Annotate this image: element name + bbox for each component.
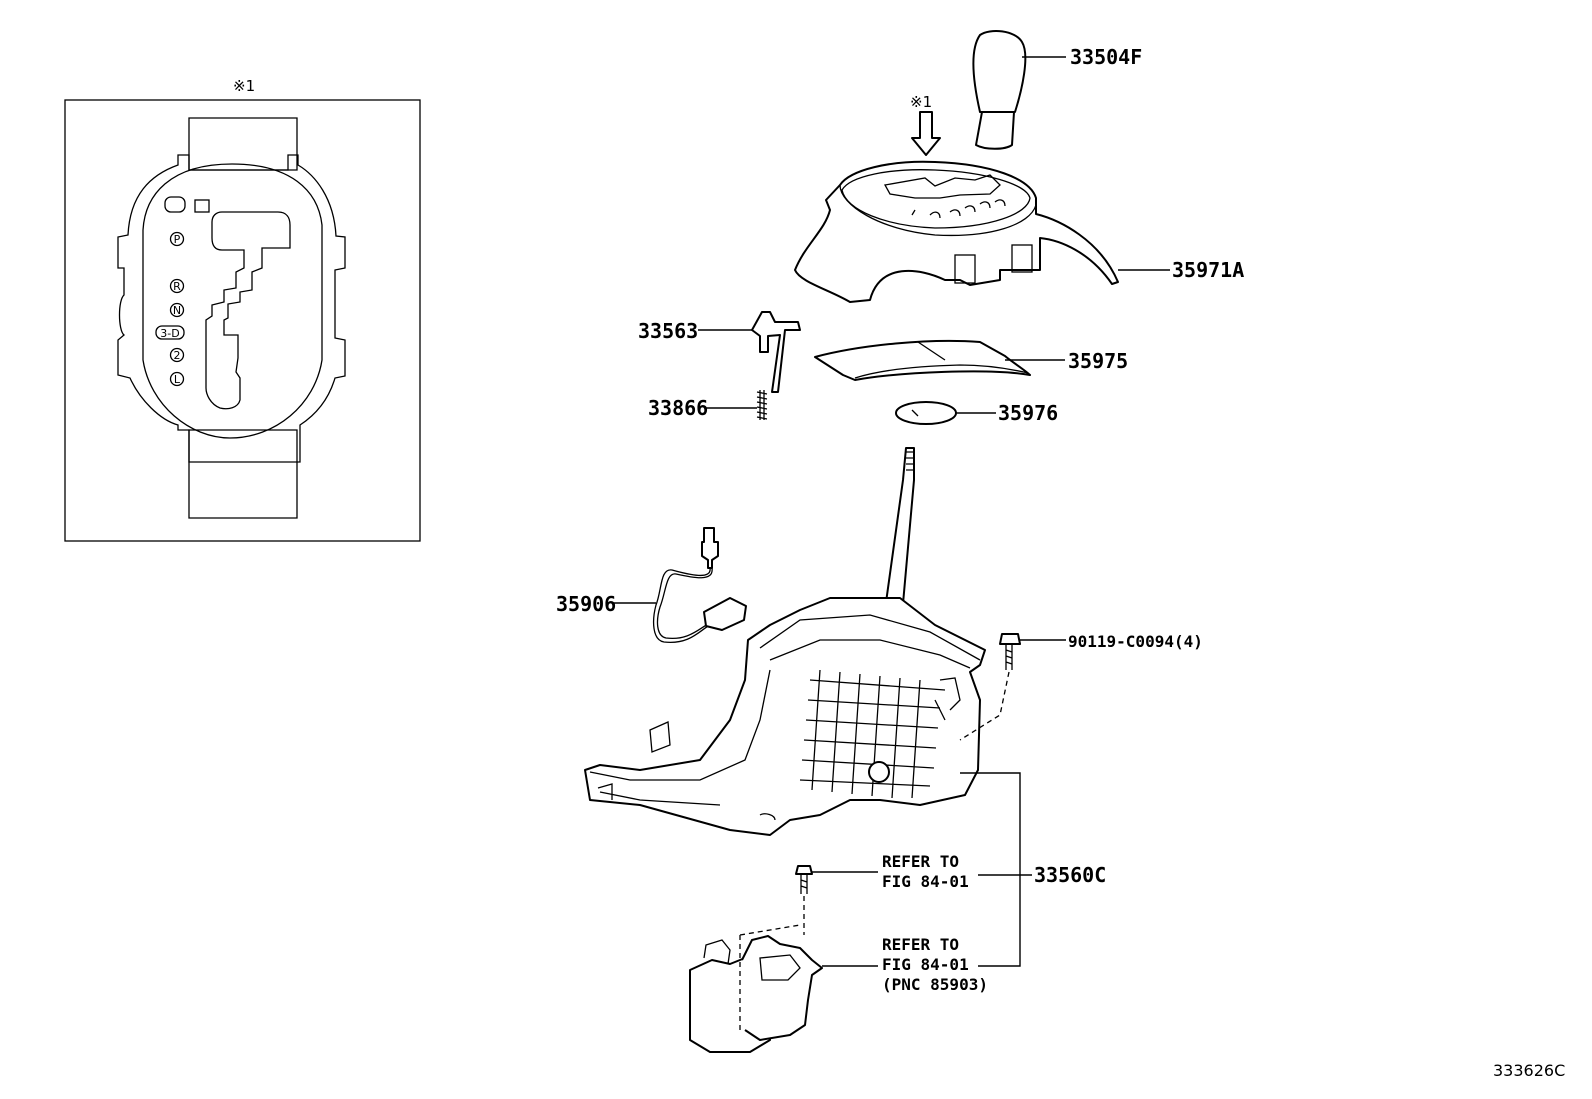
view-arrow: ※1 [910, 93, 941, 156]
part-shift-knob [972, 29, 1066, 150]
refer-2-line1: REFER TO [882, 935, 959, 954]
svg-text:P: P [174, 233, 181, 246]
part-shift-lever-assembly [584, 447, 986, 836]
label-33504F: 33504F [1070, 45, 1142, 69]
inset-gate-position-3d: 3-D [155, 325, 185, 340]
inset-detail: ※1 P R N 3-D 2 [64, 77, 421, 542]
inset-gate-position-p: P [169, 231, 185, 247]
inset-gate-position-r: R [169, 278, 185, 294]
inset-frame [64, 99, 421, 542]
label-35906: 35906 [556, 592, 616, 616]
svg-text:3-D: 3-D [160, 327, 179, 340]
part-indicator-housing [794, 160, 1170, 303]
diagram-code: 333626C [1493, 1061, 1565, 1080]
leader-33560C [960, 772, 1021, 967]
part-35976-cover [895, 401, 996, 425]
part-35975-slide-plate [814, 339, 1065, 381]
inset-indicator-square [194, 199, 210, 213]
label-35976: 35976 [998, 401, 1058, 425]
view-arrow-mark: ※1 [910, 93, 932, 111]
inset-gate-position-n: N [169, 302, 185, 318]
svg-text:R: R [173, 280, 181, 293]
inset-indicator-lamp [164, 196, 186, 213]
inset-mark: ※1 [233, 77, 255, 95]
label-35975: 35975 [1068, 349, 1128, 373]
label-35971A: 35971A [1172, 258, 1244, 282]
svg-text:L: L [174, 373, 181, 386]
label-33563: 33563 [638, 319, 698, 343]
down-arrow-icon [911, 111, 941, 156]
label-90119-C0094: 90119-C0094(4) [1068, 632, 1203, 651]
part-33866-spring [706, 390, 768, 420]
refer-2-line3: (PNC 85903) [882, 975, 988, 994]
inset-plate [188, 117, 298, 519]
inset-bezel-inner [142, 163, 323, 439]
svg-text:N: N [173, 304, 181, 317]
inset-gate-position-l: L [169, 371, 185, 387]
label-33866: 33866 [648, 396, 708, 420]
part-35906-harness [614, 527, 747, 643]
svg-text:2: 2 [174, 349, 181, 362]
refer-2-line2: FIG 84-01 [882, 955, 969, 974]
inset-gate-slot [205, 211, 291, 410]
label-33560C: 33560C [1034, 863, 1106, 887]
refer-1-line2: FIG 84-01 [882, 872, 969, 891]
inset-bezel-outer [117, 154, 346, 463]
part-switch-bracket [689, 924, 878, 1053]
part-33563-clip [698, 311, 801, 393]
inset-gate-position-2: 2 [169, 347, 185, 363]
refer-1-line1: REFER TO [882, 852, 959, 871]
part-90119-bolt [959, 633, 1066, 741]
part-small-screw [795, 865, 878, 935]
